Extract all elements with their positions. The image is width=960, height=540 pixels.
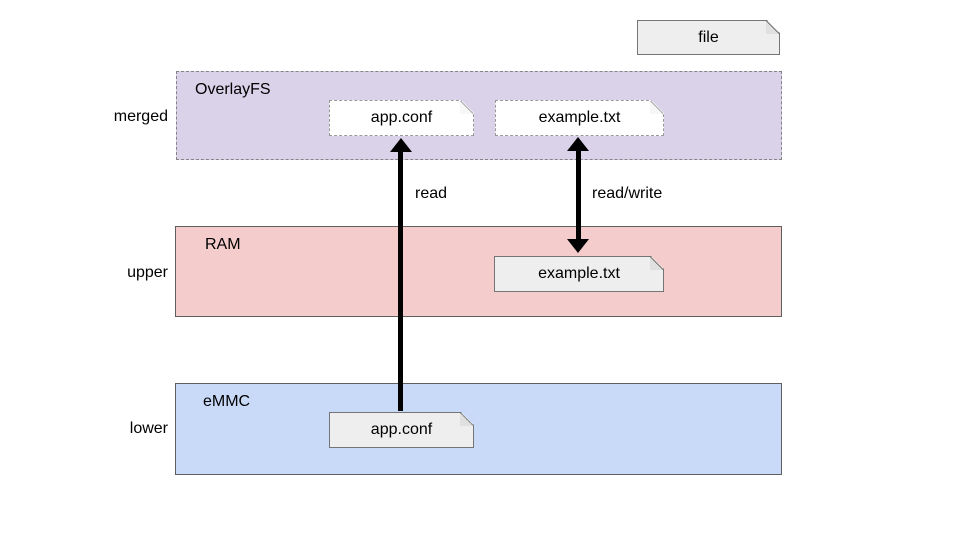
file-label-merged-app-conf: app.conf [370,109,433,126]
layer-upper-ram: RAM example.txt [175,226,782,317]
file-label-lower-app-conf: app.conf [370,421,433,438]
layer-lower-emmc: eMMC app.conf [175,383,782,475]
side-label-lower: lower [129,420,168,437]
read-write-arrow-shaft [576,149,581,241]
read-arrow-label: read [415,185,448,202]
read-arrow-up-icon [390,138,412,152]
side-label-merged: merged [113,108,168,125]
read-arrow-shaft [398,150,403,411]
file-label-merged-example-txt: example.txt [538,109,621,126]
layer-merged-overlayfs: OverlayFS app.conf example.txt [176,71,782,160]
read-write-arrow-down-icon [567,239,589,253]
file-box-merged-example-txt: example.txt [495,100,664,136]
file-box-merged-app-conf: app.conf [329,100,474,136]
side-label-upper: upper [127,264,168,281]
layer-title-overlayfs: OverlayFS [195,81,271,98]
legend-file-box: file [637,20,780,55]
file-label-upper-example-txt: example.txt [538,265,620,282]
layer-title-ram: RAM [205,236,241,253]
layer-title-emmc: eMMC [203,393,251,410]
read-write-arrow-label: read/write [592,185,663,202]
legend-file-label: file [698,28,719,46]
file-box-upper-example-txt: example.txt [494,256,664,292]
read-write-arrow-up-icon [567,137,589,151]
file-box-lower-app-conf: app.conf [329,412,474,448]
